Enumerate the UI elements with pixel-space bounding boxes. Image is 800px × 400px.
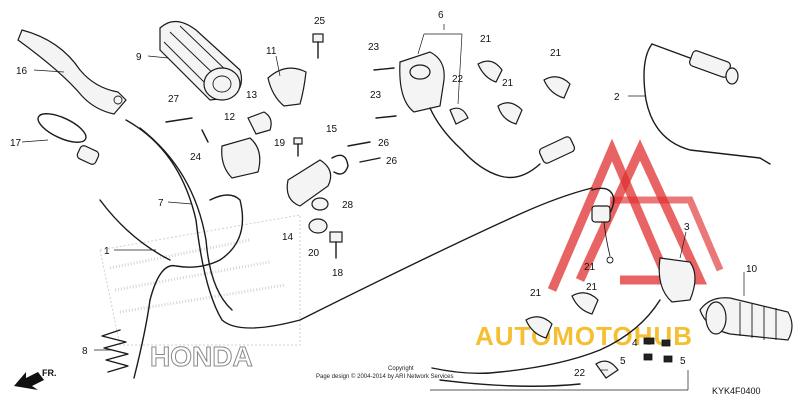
callout-label: 21 <box>586 282 598 293</box>
callout-label: 26 <box>378 138 390 149</box>
callout-label: 22 <box>452 74 464 85</box>
callout-label: 21 <box>584 262 596 273</box>
callout-label: 13 <box>246 90 258 101</box>
leader-lines <box>21 24 745 391</box>
clutch-lever <box>17 29 127 115</box>
throttle-cables <box>99 119 593 379</box>
right-grip <box>699 297 793 341</box>
callout-label: 17 <box>10 138 22 149</box>
callout-label: 23 <box>370 90 382 101</box>
switch-housing <box>399 51 576 179</box>
copyright-line-2: Page design © 2004-2014 by ARI Network S… <box>316 373 454 380</box>
callout-label: 5 <box>620 356 626 367</box>
screw-26-b <box>359 157 381 163</box>
fastener-5-c <box>663 355 673 363</box>
right-switch-harness <box>431 187 661 387</box>
clamp-21-b <box>497 102 523 125</box>
bolt-18 <box>329 231 343 259</box>
callout-label: 28 <box>342 200 354 211</box>
callout-label: 11 <box>266 46 277 57</box>
callout-label: 16 <box>16 66 28 77</box>
front-direction-label: FR. <box>42 368 57 378</box>
callout-label: 25 <box>314 16 326 27</box>
callout-label: 3 <box>684 222 690 233</box>
choke-cable <box>643 43 771 165</box>
diagram-code: KYK4F0400 <box>712 386 761 396</box>
fastener-4 <box>643 337 655 345</box>
callout-label: 27 <box>168 94 180 105</box>
right-switch-housing <box>658 257 696 303</box>
clamp-21-c <box>543 76 571 99</box>
callout-label: 4 <box>632 338 638 349</box>
callout-label: 21 <box>480 34 492 45</box>
collar-20 <box>308 218 328 234</box>
screw-25 <box>312 33 324 59</box>
spring-8 <box>101 329 129 373</box>
throttle-housing <box>221 137 261 179</box>
callout-label: 18 <box>332 268 344 279</box>
band-22-lower <box>595 360 619 379</box>
callout-label: 15 <box>326 124 338 135</box>
screw-23-b <box>375 115 397 119</box>
screw-23-a <box>373 67 395 71</box>
front-direction-arrow <box>14 372 44 390</box>
screw-24 <box>201 129 209 143</box>
callout-label: 10 <box>746 264 758 275</box>
clip-15 <box>331 154 349 175</box>
washer-28 <box>311 197 329 211</box>
copyright-line-1: Copyright <box>388 366 414 372</box>
clamp-21-d <box>571 292 599 315</box>
watermark-text: AUTOMOTOHUB <box>475 321 693 351</box>
callout-label: 6 <box>438 10 444 21</box>
callout-label: 19 <box>274 138 286 149</box>
screw-27 <box>165 117 193 123</box>
callout-label: 14 <box>282 232 294 243</box>
callout-label: 12 <box>224 112 236 123</box>
callout-label: 24 <box>190 152 202 163</box>
callout-label: 23 <box>368 42 380 53</box>
lever-holder <box>286 159 332 207</box>
screw-26-a <box>347 141 371 147</box>
lever-clamp <box>37 113 100 165</box>
callout-numbers: 1 2 3 4 5 5 6 7 8 9 10 11 12 13 14 15 16… <box>10 10 758 379</box>
bolt-19 <box>293 137 303 157</box>
honda-wing-logo <box>99 214 301 346</box>
callout-label: 8 <box>82 346 88 357</box>
callout-label: 21 <box>502 78 514 89</box>
clamp-21-e <box>525 316 553 339</box>
callout-label: 7 <box>158 198 164 209</box>
callout-label: 26 <box>386 156 398 167</box>
callout-label: 2 <box>614 92 620 103</box>
watermark-logo <box>547 138 724 292</box>
callout-label: 9 <box>136 52 142 63</box>
band-22 <box>449 107 469 125</box>
bracket-13 <box>247 111 272 135</box>
callout-label: 21 <box>550 48 562 59</box>
fastener-5-a <box>661 339 671 347</box>
clamp-21-a <box>477 60 503 83</box>
callout-label: 1 <box>104 246 110 257</box>
throttle-cover <box>267 67 307 107</box>
callout-label: 22 <box>574 368 586 379</box>
honda-text: HONDA <box>150 341 253 372</box>
callout-label: 5 <box>680 356 686 367</box>
fastener-5-b <box>643 353 653 361</box>
left-grip <box>159 20 243 101</box>
callout-label: 20 <box>308 248 320 259</box>
callout-label: 21 <box>530 288 542 299</box>
